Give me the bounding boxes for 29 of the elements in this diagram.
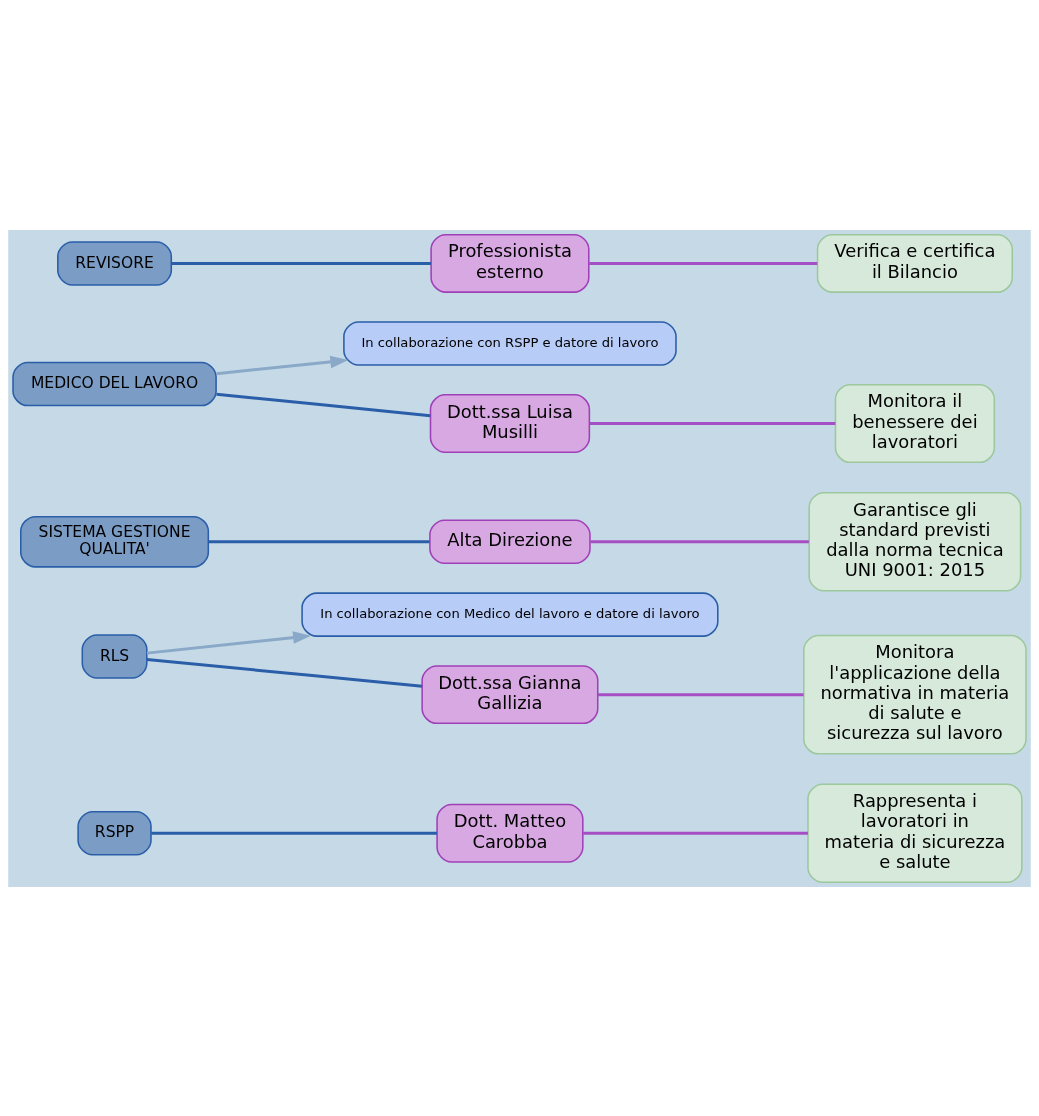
- connector: [146, 657, 423, 688]
- node-box: RSPP: [77, 810, 152, 856]
- connector: [171, 261, 432, 265]
- node-box: REVISORE: [57, 240, 173, 286]
- connector: [583, 831, 808, 835]
- connector: [589, 421, 836, 425]
- node-box: Dott. Matteo Carobba: [436, 803, 584, 863]
- connector: [216, 392, 431, 417]
- node-box: Garantisce gli standard previsti dalla norma tecnica UNI 9001: 2015: [808, 491, 1022, 592]
- node-box: SISTEMA GESTIONE QUALITA': [20, 515, 210, 568]
- connector: [151, 831, 437, 835]
- connector: [598, 692, 804, 696]
- node-box: MEDICO DEL LAVORO: [12, 361, 217, 406]
- node-box: Professionista esterno: [430, 233, 590, 293]
- node-box: In collaborazione con RSPP e datore di lavoro: [343, 320, 677, 366]
- connector: [208, 539, 430, 543]
- arrow: [146, 630, 311, 655]
- node-box: Dott.ssa Luisa Musilli: [429, 393, 591, 453]
- node-box: Alta Direzione: [429, 519, 591, 564]
- connector: [589, 261, 818, 265]
- connector: [590, 539, 809, 543]
- node-box: Monitora il benessere dei lavoratori: [834, 383, 996, 463]
- node-box: Dott.ssa Gianna Gallizia: [421, 664, 599, 724]
- node-box: In collaborazione con Medico del lavoro e datore di lavoro: [301, 591, 719, 637]
- node-box: Monitora l'applicazione della normativa in materia di salute e sicurezza sul lavoro: [803, 634, 1027, 755]
- arrow: [216, 355, 349, 375]
- node-box: Rappresenta i lavoratori in materia di sicurezza e salute: [807, 783, 1023, 883]
- node-box: Verifica e certifica il Bilancio: [816, 233, 1014, 293]
- node-box: RLS: [81, 633, 148, 679]
